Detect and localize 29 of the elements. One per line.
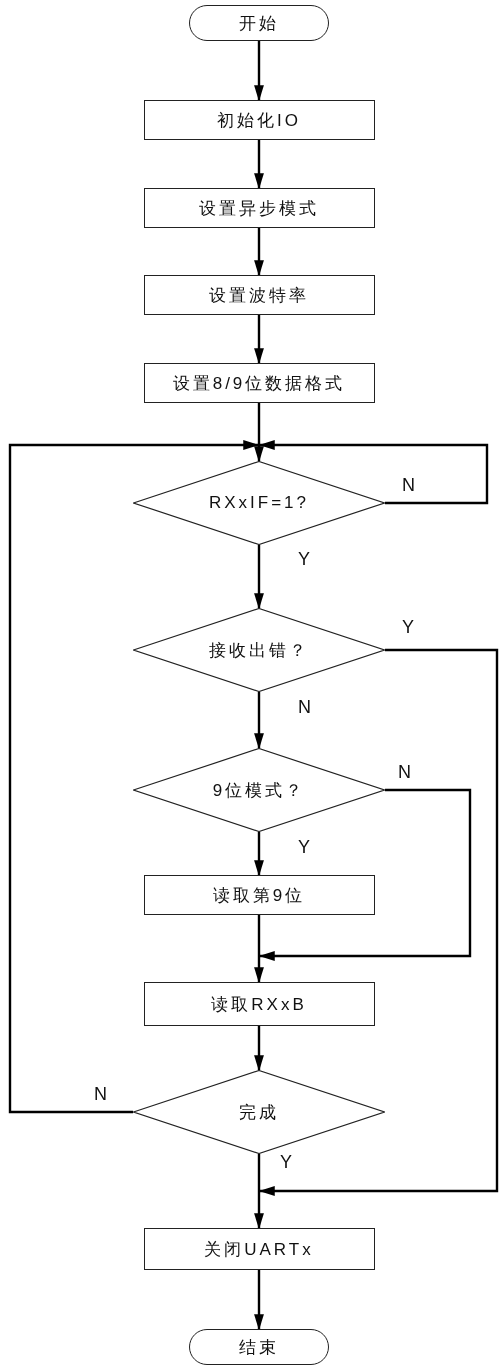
arrow: [254, 1154, 264, 1230]
decision-diamond: 9位模式？: [133, 748, 385, 832]
arrow: [254, 41, 264, 102]
process-box: 初始化IO: [143, 100, 375, 140]
process-box: 关闭UARTx: [143, 1228, 375, 1270]
decision-diamond: 接收出错？: [133, 608, 385, 692]
process-box: 读取RXxB: [143, 982, 375, 1026]
process-box: 设置波特率: [143, 275, 375, 315]
decision-diamond: 完成: [133, 1070, 385, 1154]
arrow: [254, 315, 264, 365]
arrow: [258, 648, 499, 1196]
arrow: [8, 440, 260, 1114]
arrow: [254, 140, 264, 190]
arrow: [254, 692, 264, 750]
arrow: [254, 545, 264, 610]
arrow: [254, 228, 264, 277]
arrow: [254, 1026, 264, 1072]
decision-diamond: RXxIF=1?: [133, 461, 385, 545]
arrow: [254, 1270, 264, 1331]
arrow: [258, 440, 489, 505]
arrow: [254, 832, 264, 877]
arrow: [254, 915, 264, 984]
arrow: [254, 403, 264, 463]
process-box: 读取第9位: [143, 875, 375, 915]
arrow: [258, 788, 472, 961]
terminal-box: 结束: [189, 1329, 329, 1365]
process-box: 设置异步模式: [143, 188, 375, 228]
terminal-box: 开始: [189, 5, 329, 41]
process-box: 设置8/9位数据格式: [143, 363, 375, 403]
